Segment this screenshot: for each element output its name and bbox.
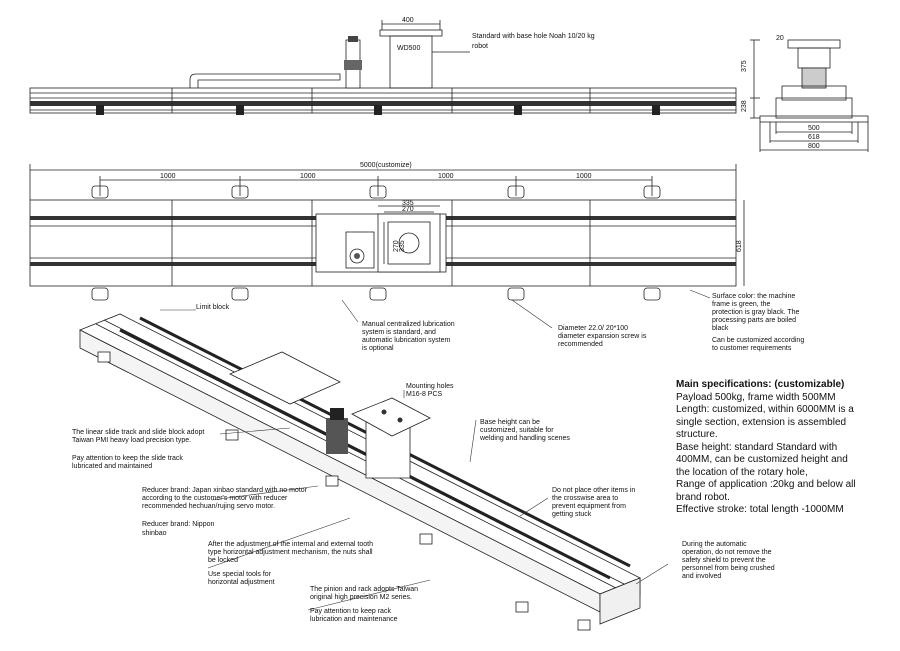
dim-20: 20 <box>776 35 784 42</box>
dim-238: 238 <box>741 100 748 112</box>
callout-linear-2: Taiwan PMI heavy load precision type. <box>72 437 191 444</box>
callout-adjustment-1: After the adjustment of the internal and… <box>208 541 373 548</box>
callout-tools-2: horizontal adjustment <box>208 579 275 586</box>
callout-mounting-1: Mounting holes <box>406 383 454 390</box>
spec-line-8: Range of application :20kg and below all <box>676 479 856 490</box>
callout-limit-block: Limit block <box>196 304 230 311</box>
spec-line-9: brand robot. <box>676 491 730 503</box>
isometric-view <box>79 313 641 631</box>
spec-line-4: structure. <box>676 429 718 440</box>
dim-375: 375 <box>741 60 748 72</box>
spec-line-5: Base height: standard Standard with <box>676 441 838 453</box>
callout-surface-1: Surface color: the machine <box>712 293 795 300</box>
dim-800: 800 <box>808 143 820 150</box>
callout-lubrication-1: Manual centralized lubrication <box>362 321 455 328</box>
callout-during-4: personnel from being crushed <box>682 565 775 572</box>
plan-view <box>29 164 745 301</box>
callout-base-height-3: welding and handling scenes <box>479 435 570 442</box>
spec-line-10: Effective stroke: total length -1000MM <box>676 504 844 515</box>
callout-surface-3: protection is gray black. The <box>712 309 800 316</box>
callout-linear-1: The linear slide track and slide block a… <box>72 429 204 436</box>
callout-reducer-brand-3: recommended hechuan/rujing servo motor. <box>142 503 275 510</box>
callout-no-place-2: the crosswise area to <box>552 495 618 502</box>
note-base-hole-line2: robot <box>472 43 488 50</box>
callout-customized-2: to customer requirements <box>712 345 792 352</box>
callout-adjustment-2: type horizontal adjustment mechanism, th… <box>208 549 373 556</box>
callout-mounting-2: M16-8 PCS <box>406 391 443 398</box>
dim-spacing-3: 1000 <box>438 173 454 180</box>
top-elevation-view <box>29 20 737 115</box>
spec-line-3: single section, extension is assembled <box>676 416 847 428</box>
callout-leaders <box>160 289 711 611</box>
main-specifications: Main specifications: (customizable) Payl… <box>676 379 876 517</box>
callout-reducer-brand-1: Reducer brand: Japan xinbao standard wit… <box>142 487 308 494</box>
dim-5000: 5000(customize) <box>360 162 412 169</box>
callout-lubrication-2: system is standard, and <box>362 329 436 336</box>
callout-no-place-3: prevent equipment from <box>552 503 626 510</box>
callout-reducer-brand-2: according to the customer's motor with r… <box>142 495 288 502</box>
callout-during-5: and involved <box>682 573 721 580</box>
callout-pinion-1: The pinion and rack adopts Taiwan <box>310 586 418 593</box>
callout-reducer-nippon-1: Reducer brand: Nippon <box>142 521 214 528</box>
callout-reducer-nippon-2: shinbao <box>142 530 167 537</box>
callout-diameter-1: Diameter 22.0/ 20*100 <box>558 325 628 332</box>
spec-line-1: Payload 500kg, frame width 500MM <box>676 391 836 403</box>
callout-lubrication-4: is optional <box>362 345 394 352</box>
dim-spacing-4: 1000 <box>576 173 592 180</box>
callout-pay-slide-2: lubricated and maintained <box>72 463 152 470</box>
label-wd500: WD500 <box>397 45 420 52</box>
callout-base-height-1: Base height can be <box>480 419 540 426</box>
dim-spacing-2: 1000 <box>300 173 316 180</box>
callout-adjustment-3: be locked <box>208 557 238 564</box>
callout-diameter-3: recommended <box>558 341 603 348</box>
callout-lubrication-3: automatic lubrication system <box>362 337 450 344</box>
callout-no-place-1: Do not place other items in <box>552 487 635 494</box>
callout-no-place-4: getting stuck <box>552 511 592 518</box>
dim-270-vertical: 270 <box>393 240 400 252</box>
side-end-view <box>750 39 869 152</box>
callout-diameter-2: diameter expansion screw is <box>558 333 647 340</box>
dim-335-vertical: 335 <box>399 240 406 252</box>
spec-heading: Main specifications: (customizable) <box>676 379 845 390</box>
callout-during-1: During the automatic <box>682 541 747 548</box>
callout-pinion-2: original high precision M2 series. <box>310 594 412 601</box>
dim-spacing-1: 1000 <box>160 173 176 180</box>
callout-tools-1: Use special tools for <box>208 571 272 578</box>
spec-line-2: Length: customized, within 6000MM is a <box>676 404 854 415</box>
dim-335: 335 <box>402 200 414 207</box>
callout-during-3: safety shield to prevent the <box>682 557 766 564</box>
dim-618-vertical: 618 <box>736 240 743 252</box>
dim-270: 270 <box>402 206 414 213</box>
spec-line-7: the location of the rotary hole, <box>676 466 808 478</box>
dim-400: 400 <box>402 17 414 24</box>
spec-line-6: 400MM, can be customized height and <box>676 454 848 465</box>
callout-customized-1: Can be customized according <box>712 337 804 344</box>
dim-618: 618 <box>808 134 820 141</box>
callout-base-height-2: customized, suitable for <box>480 427 554 434</box>
callout-during-2: operation, do not remove the <box>682 549 772 556</box>
callout-pay-rack-1: Pay attention to keep rack <box>310 608 391 615</box>
callout-surface-5: black <box>712 325 729 332</box>
callout-pay-slide-1: Pay attention to keep the slide track <box>72 455 183 462</box>
callout-surface-2: frame is green, the <box>712 301 770 308</box>
callout-surface-4: processing parts are boiled <box>712 317 796 324</box>
note-base-hole-line1: Standard with base hole Noah 10/20 kg <box>472 33 595 40</box>
callout-pay-rack-2: lubrication and maintenance <box>310 616 398 623</box>
dim-500: 500 <box>808 125 820 132</box>
